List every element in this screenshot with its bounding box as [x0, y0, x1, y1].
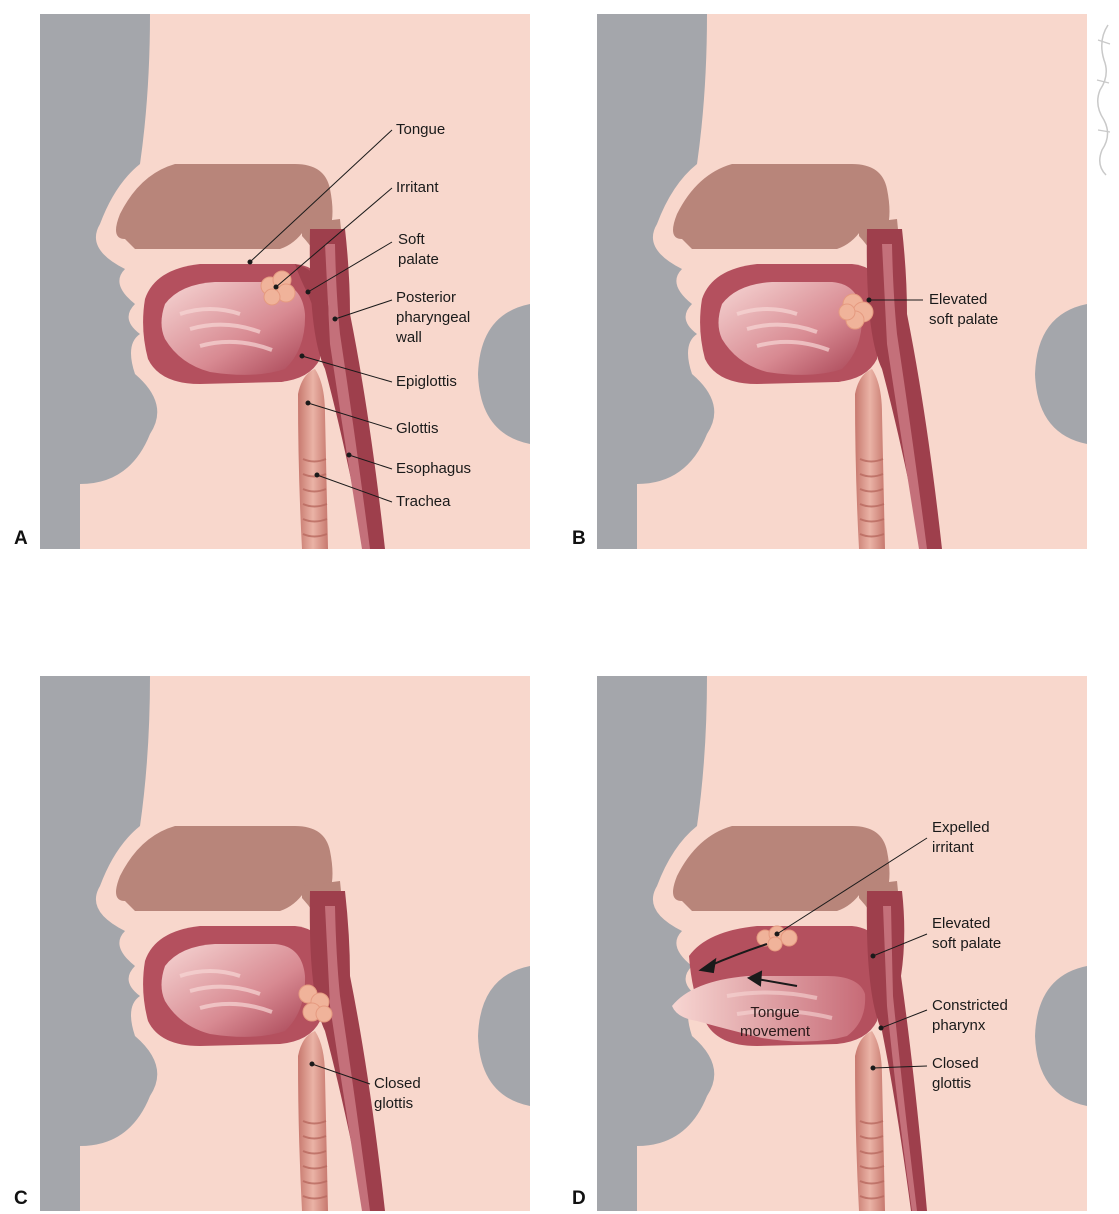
label-esophagus: Esophagus: [396, 459, 471, 479]
artist-signature: [1090, 20, 1116, 180]
label-closed-glottis-d: Closed glottis: [932, 1054, 979, 1094]
label-elevated-soft-palate-d: Elevated soft palate: [932, 914, 1001, 954]
panel-a: Tongue Irritant Soft palate Posterior ph…: [40, 14, 530, 549]
label-soft-palate: Soft palate: [398, 230, 439, 270]
panel-letter-d: D: [572, 1188, 586, 1210]
label-trachea: Trachea: [396, 492, 450, 512]
panel-c-anatomy-art: [40, 676, 530, 1211]
panel-d: Expelled irritant Elevated soft palate C…: [597, 676, 1087, 1211]
label-irritant: Irritant: [396, 178, 439, 198]
label-closed-glottis: Closed glottis: [374, 1074, 421, 1114]
panel-b-anatomy-art: [597, 14, 1087, 549]
label-tongue-movement: Tongue movement: [725, 1003, 825, 1041]
panel-letter-b: B: [572, 528, 586, 550]
label-elevated-soft-palate: Elevated soft palate: [929, 290, 998, 330]
label-constricted-pharynx: Constricted pharynx: [932, 996, 1008, 1036]
panel-b: Elevated soft palate: [597, 14, 1087, 549]
panel-letter-a: A: [14, 528, 28, 550]
label-tongue: Tongue: [396, 120, 445, 140]
label-epiglottis: Epiglottis: [396, 372, 457, 392]
label-glottis: Glottis: [396, 419, 439, 439]
panel-c: Closed glottis: [40, 676, 530, 1211]
panel-letter-c: C: [14, 1188, 28, 1210]
label-expelled-irritant: Expelled irritant: [932, 818, 990, 858]
panel-d-anatomy-art: [597, 676, 1087, 1211]
label-posterior-pharyngeal-wall: Posterior pharyngeal wall: [396, 288, 470, 348]
